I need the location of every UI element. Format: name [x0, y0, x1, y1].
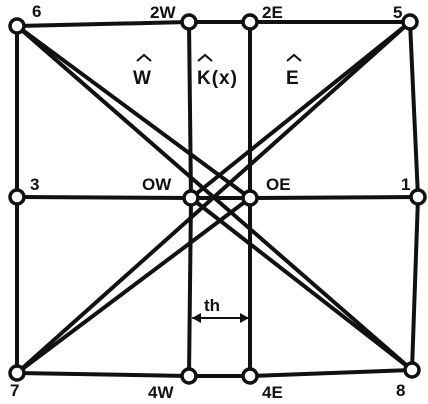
node-6	[8, 17, 26, 35]
label-node-5: 5	[393, 3, 402, 22]
edge-5-1	[408, 20, 420, 199]
th-arrowhead-right	[240, 313, 249, 323]
label-node-3: 3	[30, 175, 39, 194]
edge-1-8	[410, 195, 420, 372]
hat-center	[197, 53, 213, 62]
edge-4E-8	[248, 368, 414, 378]
label-node-7: 7	[10, 381, 19, 400]
node-OE	[241, 189, 259, 207]
node-OW	[182, 189, 200, 207]
edge-7-OE	[15, 196, 252, 375]
label-node-4E: 4E	[262, 383, 283, 402]
th-arrowhead-left	[192, 313, 201, 323]
label-node-OW: OW	[142, 175, 172, 194]
edge-2W-OW	[187, 20, 193, 200]
node-1	[409, 188, 427, 206]
hat-west	[136, 53, 152, 62]
node-2W	[180, 13, 198, 31]
edge-5-OW	[189, 20, 412, 200]
edge-3-OW	[15, 195, 193, 200]
node-4E	[241, 367, 259, 385]
node-4W	[180, 367, 198, 385]
hat-east	[286, 53, 302, 62]
th-dimension-label: th	[204, 296, 220, 315]
edge-7-4W	[15, 371, 191, 378]
node-5	[401, 13, 419, 31]
label-node-8: 8	[396, 381, 405, 400]
node-3	[8, 188, 26, 206]
node-2E	[241, 13, 259, 31]
region-label-west: W	[133, 68, 152, 89]
region-label-center: K(x)	[197, 68, 238, 89]
edge-5-7	[15, 20, 412, 375]
label-node-OE: OE	[266, 175, 291, 194]
edge-6-2W	[15, 20, 191, 28]
label-node-1: 1	[401, 175, 410, 194]
node-7	[8, 364, 26, 382]
region-label-east: E	[286, 68, 300, 89]
edge-OW-4W	[187, 196, 193, 378]
label-node-2W: 2W	[150, 3, 176, 22]
label-node-6: 6	[32, 2, 41, 21]
edge-6-OE	[15, 24, 252, 200]
edge-OE-1	[248, 195, 420, 200]
label-node-4W: 4W	[148, 383, 174, 402]
edge-8-OW	[189, 196, 414, 372]
node-8	[403, 361, 421, 379]
label-node-2E: 2E	[262, 3, 283, 22]
